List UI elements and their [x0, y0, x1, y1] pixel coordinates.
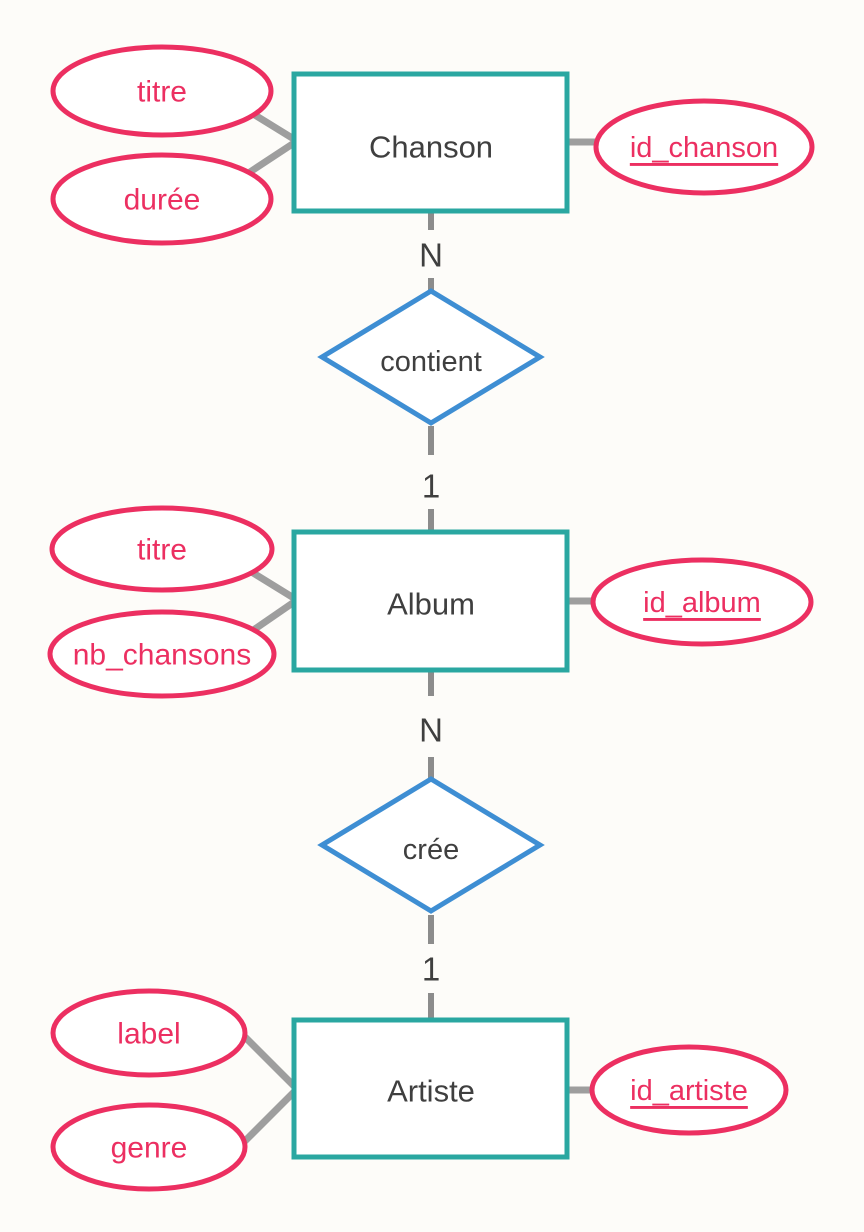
cardinality-album-cree: N [419, 712, 443, 749]
entity-artiste: Artiste [291, 1017, 570, 1160]
connector-label-artiste [237, 1029, 300, 1092]
attribute-genre-artiste: genre [50, 1102, 248, 1192]
entity-rect-chanson [291, 71, 570, 214]
connector-duree-chanson [248, 138, 299, 175]
connector-nbchansons-album [250, 597, 299, 634]
attribute-label-id-artiste: id_artiste [630, 1075, 748, 1107]
attribute-ellipse-duree-chanson [50, 152, 274, 246]
attribute-titre-album: titre [49, 505, 275, 593]
attribute-label-id-chanson: id_chanson [630, 132, 778, 164]
entity-rect-album [291, 529, 570, 673]
attribute-label-titre-album: titre [137, 534, 187, 567]
relationship-diamond-contient [317, 288, 545, 426]
connector-genre-artiste [241, 1086, 300, 1145]
attribute-ellipse-id-chanson [593, 98, 815, 196]
attribute-duree-chanson: durée [50, 152, 274, 246]
attribute-titre-chanson: titre [50, 44, 274, 138]
attribute-ellipse-id-album [590, 557, 814, 647]
attribute-label-id-album: id_album [643, 587, 761, 619]
entity-rect-artiste [291, 1017, 570, 1160]
entity-label-artiste: Artiste [387, 1074, 475, 1109]
attribute-label-titre-chanson: titre [137, 76, 187, 109]
attribute-id-artiste: id_artiste [589, 1044, 789, 1136]
relationship-contient: contient [317, 288, 545, 426]
attribute-label-label-artiste: label [117, 1018, 180, 1051]
attribute-ellipse-id-artiste [589, 1044, 789, 1136]
relationship-label-contient: contient [380, 346, 482, 378]
attribute-ellipse-titre-chanson [50, 44, 274, 138]
cardinality-chanson-contient: N [419, 237, 443, 274]
attribute-ellipse-label-artiste [50, 988, 248, 1078]
connector-titre-album [248, 568, 299, 603]
attribute-label-genre-artiste: genre [111, 1132, 188, 1165]
attribute-ellipse-titre-album [49, 505, 275, 593]
entity-chanson: Chanson [291, 71, 570, 214]
entity-album: Album [291, 529, 570, 673]
relationship-label-cree: crée [403, 834, 459, 866]
entity-label-chanson: Chanson [369, 130, 493, 165]
connector-titre-chanson [248, 109, 299, 144]
attribute-label-artiste: label [50, 988, 248, 1078]
entity-label-album: Album [387, 587, 475, 622]
cardinality-artiste-cree: 1 [422, 951, 440, 988]
attribute-ellipse-nb-chansons-album [47, 609, 277, 699]
attribute-label-nb-chansons-album: nb_chansons [73, 639, 251, 672]
attribute-label-duree-chanson: durée [124, 184, 201, 217]
attribute-id-chanson: id_chanson [593, 98, 815, 196]
attribute-nb-chansons-album: nb_chansons [47, 609, 277, 699]
attribute-ellipse-genre-artiste [50, 1102, 248, 1192]
relationship-cree: crée [317, 776, 545, 914]
attribute-connectors [237, 109, 598, 1145]
cardinality-album-contient: 1 [422, 468, 440, 505]
attribute-id-album: id_album [590, 557, 814, 647]
relationship-diamond-cree [317, 776, 545, 914]
